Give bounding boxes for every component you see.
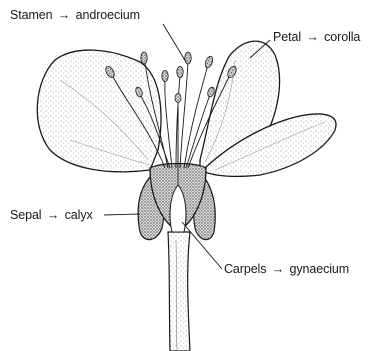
carpels-arrow: →	[272, 262, 284, 276]
petal-arrow: →	[306, 30, 318, 44]
stamen-label: Stamen → androecium	[10, 8, 140, 22]
sepal-label: Sepal → calyx	[10, 208, 93, 222]
sepal-part: Sepal	[10, 208, 41, 222]
petal-label: Petal → corolla	[273, 30, 360, 44]
leader-sepal	[104, 214, 140, 215]
petal-part: Petal	[273, 30, 301, 44]
stem	[168, 232, 190, 351]
leader-stamen	[163, 24, 186, 62]
stamen-arrow: →	[58, 8, 70, 22]
petal-group: corolla	[324, 30, 360, 44]
carpels-label: Carpels → gynaecium	[224, 262, 349, 276]
carpels-group: gynaecium	[290, 262, 350, 276]
stamen-group: androecium	[76, 8, 140, 22]
sepal-group: calyx	[65, 208, 93, 222]
stamen-part: Stamen	[10, 8, 52, 22]
sepal-arrow: →	[47, 208, 59, 222]
carpels-part: Carpels	[224, 262, 266, 276]
